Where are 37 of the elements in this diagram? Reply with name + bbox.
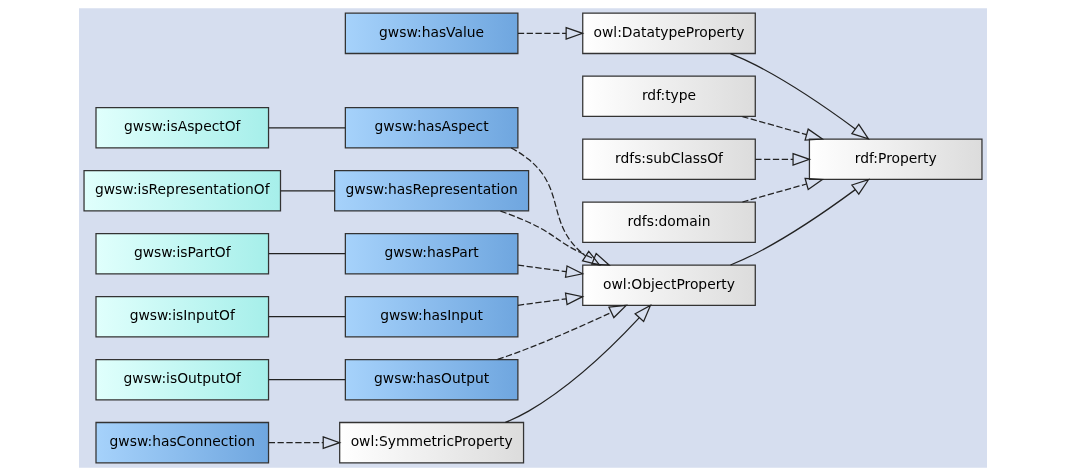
node-box: gwsw:isAspectOf (95, 107, 270, 149)
node-box: gwsw:isInputOf (95, 295, 270, 338)
arrow (504, 304, 652, 424)
node-box: gwsw:hasValue (344, 12, 519, 55)
node-box: gwsw:hasRepresentation (334, 170, 530, 212)
arrow (741, 115, 825, 141)
node-box: gwsw:isPartOf (95, 232, 270, 275)
arrow (517, 292, 585, 306)
arrow (517, 264, 585, 279)
arrow (268, 436, 342, 450)
node-box: gwsw:hasPart (344, 232, 519, 275)
arrow (517, 26, 585, 40)
connector (280, 190, 336, 192)
arrow (510, 147, 602, 266)
node-box: gwsw:hasInput (344, 295, 519, 338)
node-box: gwsw:isOutputOf (95, 358, 270, 401)
node-box: rdf:Property (808, 138, 983, 181)
arrow (754, 152, 812, 166)
node-box: owl:SymmetricProperty (339, 421, 525, 464)
arrow (729, 178, 870, 266)
connector (268, 379, 346, 381)
node-box: gwsw:hasAspect (344, 107, 519, 149)
connector (268, 316, 346, 318)
connector (268, 253, 346, 255)
node-box: gwsw:hasConnection (95, 421, 270, 464)
node-box: gwsw:isRepresentationOf (83, 170, 282, 212)
arrow (729, 52, 870, 140)
node-box: rdfs:domain (582, 201, 756, 244)
node-box: owl:DatatypeProperty (582, 12, 756, 55)
connector (268, 127, 346, 129)
node-box: gwsw:hasOutput (344, 358, 519, 401)
arrow (741, 177, 825, 203)
arrow (496, 304, 628, 361)
node-box: rdf:type (582, 75, 756, 118)
node-box: owl:ObjectProperty (582, 264, 756, 306)
node-box: rdfs:subClassOf (582, 138, 756, 181)
arrow (499, 210, 611, 266)
